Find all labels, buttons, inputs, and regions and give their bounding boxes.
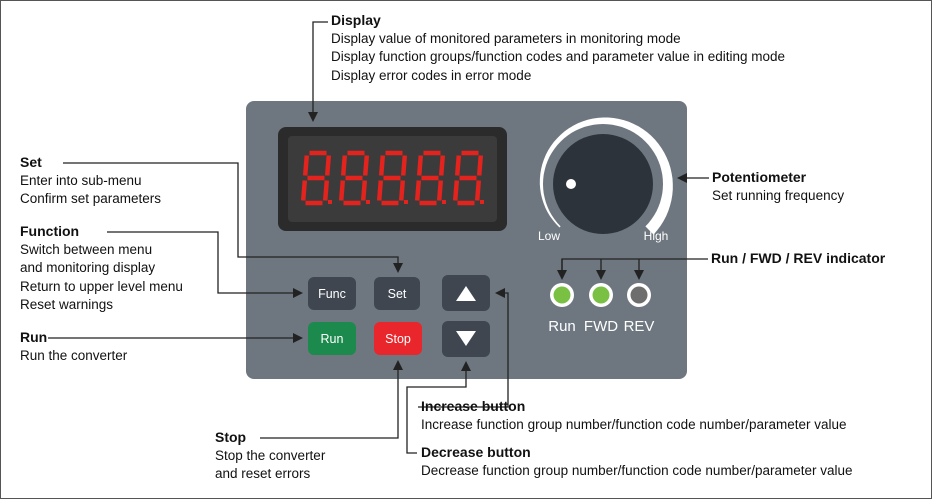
display-callout: Display Display value of monitored param…: [331, 11, 785, 85]
func-button[interactable]: Func: [308, 277, 356, 310]
stop-line-1: Stop the converter: [215, 447, 326, 463]
potentiometer-callout: Potentiometer Set running frequency: [712, 168, 844, 205]
set-button-label: Set: [388, 287, 407, 301]
set-title: Set: [20, 154, 42, 170]
indicator-callout: Run / FWD / REV indicator: [711, 249, 885, 268]
potentiometer[interactable]: [539, 117, 673, 235]
function-title: Function: [20, 223, 80, 239]
decrease-line-1: Decrease function group number/function …: [421, 462, 853, 478]
pot-high-label: High: [644, 229, 669, 243]
led-digit: [376, 150, 408, 206]
run-callout: Run Run the converter: [20, 328, 127, 365]
potentiometer-scale-arc: [539, 117, 673, 235]
indicator-run: [550, 283, 574, 307]
led-digit: [414, 150, 446, 206]
led-digits: [300, 150, 484, 206]
stop-callout: Stop Stop the converter and reset errors: [215, 428, 325, 484]
set-line-1: Enter into sub-menu: [20, 172, 142, 188]
function-callout: Function Switch between menu and monitor…: [20, 222, 183, 315]
display-line-2: Display function groups/function codes a…: [331, 49, 786, 64]
display-title: Display: [331, 12, 381, 28]
led-digit: [452, 150, 484, 206]
increase-button[interactable]: [442, 275, 490, 311]
indicator-rev-label: REV: [624, 318, 655, 335]
decrease-button[interactable]: [442, 321, 490, 357]
triangle-down-icon: [456, 331, 476, 346]
stop-title: Stop: [215, 429, 247, 445]
increase-title: Increase button: [421, 398, 526, 414]
potentiometer-line-1: Set running frequency: [712, 187, 845, 203]
led-digit: [300, 150, 332, 206]
run-button-label: Run: [321, 332, 344, 346]
set-leader: [63, 162, 403, 273]
pot-low-label: Low: [538, 229, 560, 243]
indicator-fwd: [589, 283, 613, 307]
set-button[interactable]: Set: [374, 277, 420, 310]
decrease-leader: [406, 361, 471, 454]
function-line-3: Return to upper level menu: [20, 278, 183, 294]
decrease-callout: Decrease button Decrease function group …: [421, 443, 853, 480]
stop-line-2: and reset errors: [215, 466, 311, 481]
increase-callout: Increase button Increase function group …: [421, 397, 847, 434]
triangle-up-icon: [456, 286, 476, 301]
display-line-1: Display value of monitored parameters in…: [331, 30, 681, 46]
function-leader: [107, 231, 303, 298]
increase-line-1: Increase function group number/function …: [421, 416, 847, 432]
func-button-label: Func: [318, 287, 346, 301]
stop-leader: [260, 360, 403, 439]
indicator-fwd-label: FWD: [584, 318, 618, 335]
function-line-4: Reset warnings: [20, 297, 114, 312]
run-line-1: Run the converter: [20, 347, 128, 363]
decrease-title: Decrease button: [421, 444, 531, 460]
set-callout: Set Enter into sub-menu Confirm set para…: [20, 153, 161, 209]
display-line-3: Display error codes in error mode: [331, 67, 532, 83]
indicator-title: Run / FWD / REV indicator: [711, 250, 886, 266]
run-title: Run: [20, 329, 48, 345]
set-line-2: Confirm set parameters: [20, 191, 162, 206]
knob-indicator-dot: [566, 179, 576, 189]
stop-button[interactable]: Stop: [374, 322, 422, 355]
indicator-run-label: Run: [548, 318, 576, 335]
led-digit: [338, 150, 370, 206]
run-button[interactable]: Run: [308, 322, 356, 355]
function-line-2: and monitoring display: [20, 260, 156, 275]
potentiometer-title: Potentiometer: [712, 169, 807, 185]
stop-button-label: Stop: [385, 332, 411, 346]
indicator-rev: [627, 283, 651, 307]
dial-knob-icon[interactable]: [553, 134, 653, 234]
function-line-1: Switch between menu: [20, 241, 153, 257]
increase-leader: [418, 288, 509, 408]
display-leader: [308, 21, 328, 122]
